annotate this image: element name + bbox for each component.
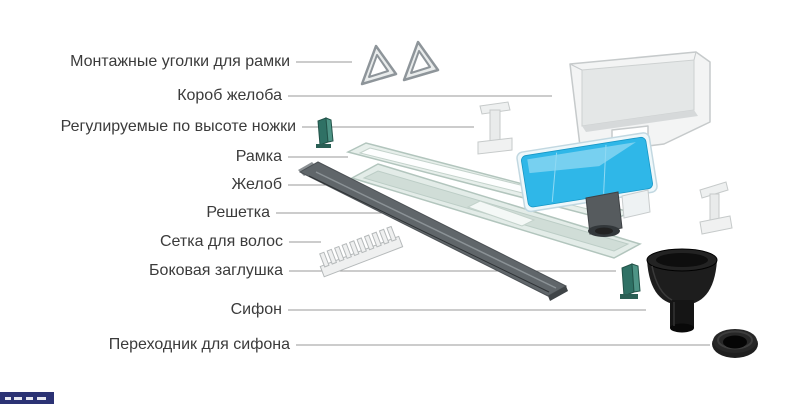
side-plug-left-illustration [316,117,334,148]
channel-illustration [350,163,642,259]
label-frame: Рамка [235,148,282,165]
label-hair-strainer: Сетка для волос [159,233,283,250]
label-gutter-box: Короб желоба [177,87,282,104]
hair-strainer-illustration [319,225,404,278]
siphon-illustration [646,248,718,333]
label-mounting-corners: Монтажные уголки для рамки [70,53,290,70]
channel-with-film-illustration [516,132,658,237]
mounting-brackets-illustration [360,40,440,86]
watermark-logo [0,392,54,404]
label-siphon: Сифон [230,301,282,318]
label-side-plug: Боковая заглушка [149,262,283,279]
label-grate: Решетка [206,204,270,221]
adjustable-leg-illustration [477,101,513,155]
grate-illustration [298,161,568,301]
label-channel: Желоб [231,176,282,193]
siphon-adapter-illustration [712,329,758,358]
drain-outlet-illustration [585,189,651,237]
label-adjustable-legs: Регулируемые по высоте ножки [60,118,296,135]
adjustable-leg-right-illustration [699,181,733,235]
label-siphon-adapter: Переходник для сифона [108,336,290,353]
side-plug-right-illustration [620,263,641,299]
